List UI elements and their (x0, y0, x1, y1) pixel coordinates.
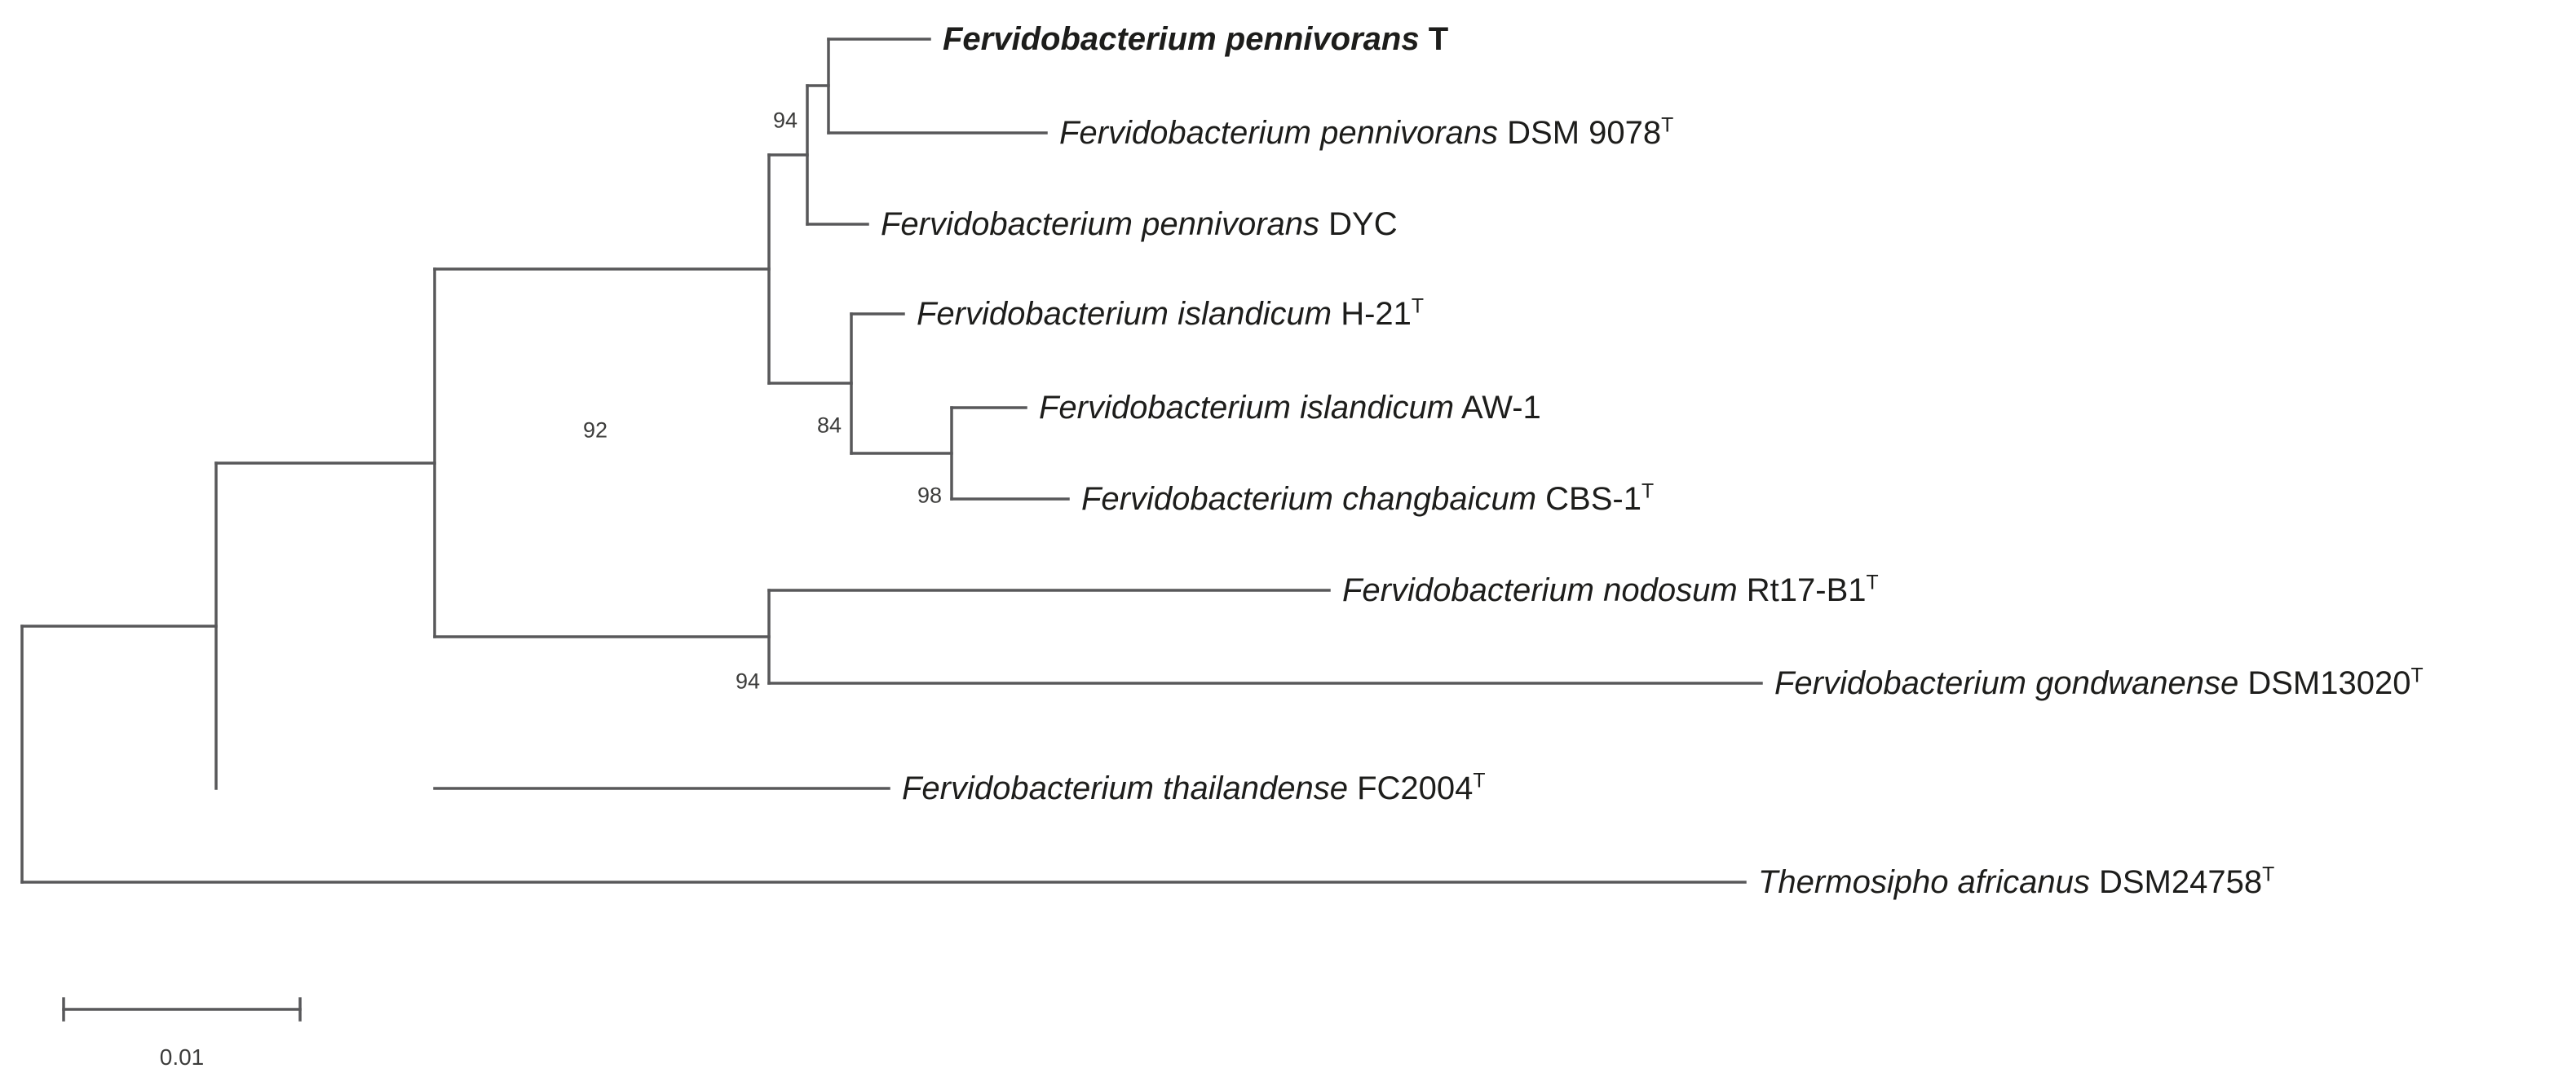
bootstrap-value-bs-98: 98 (917, 483, 942, 508)
taxon-name: Thermosipho africanus (1758, 864, 2090, 900)
type-strain-superscript: T (1411, 295, 1425, 318)
taxon-strain: DYC (1319, 206, 1398, 242)
taxon-name: Fervidobacterium pennivorans (1059, 115, 1499, 151)
taxon-strain: Rt17-B1 (1737, 572, 1867, 608)
taxon-strain: T (1419, 21, 1449, 57)
scale-bar (62, 997, 302, 1022)
taxon-label-fp-dyc: Fervidobacterium pennivorans DYC (881, 208, 1398, 241)
taxon-name: Fervidobacterium pennivorans (881, 206, 1320, 242)
taxon-label-fg-dsm13020: Fervidobacterium gondwanense DSM13020T (1774, 664, 2424, 701)
taxon-label-fc-cbs1: Fervidobacterium changbaicum CBS-1T (1081, 480, 1655, 517)
bootstrap-value-bs-92: 92 (582, 417, 608, 443)
taxon-strain: FC2004 (1347, 770, 1474, 806)
taxon-label-fi-h21: Fervidobacterium islandicum H-21T (917, 295, 1425, 332)
taxon-strain: DSM24758 (2089, 864, 2263, 900)
type-strain-superscript: T (1641, 480, 1655, 503)
taxon-name: Fervidobacterium islandicum (917, 296, 1332, 332)
taxon-name: Fervidobacterium pennivorans (943, 21, 1420, 57)
taxon-label-fp-dsm9078: Fervidobacterium pennivorans DSM 9078T (1059, 114, 1674, 151)
taxon-name: Fervidobacterium gondwanense (1774, 665, 2239, 701)
taxon-name: Fervidobacterium islandicum (1039, 390, 1455, 426)
taxon-label-fn-rt17b1: Fervidobacterium nodosum Rt17-B1T (1342, 572, 1879, 608)
taxon-strain: DSM13020 (2238, 665, 2411, 701)
taxon-name: Fervidobacterium nodosum (1342, 572, 1738, 608)
scale-bar-label: 0.01 (159, 1044, 205, 1070)
branch-lines (20, 38, 1763, 884)
bootstrap-value-bs-94-top: 94 (772, 108, 798, 133)
taxon-label-ft-fc2004: Fervidobacterium thailandense FC2004T (902, 770, 1486, 806)
type-strain-superscript: T (1866, 572, 1879, 594)
taxon-strain: DSM 9078 (1498, 115, 1662, 151)
taxon-strain: AW-1 (1454, 390, 1541, 426)
taxon-label-ta-dsm24758: Thermosipho africanus DSM24758T (1758, 863, 2275, 900)
type-strain-superscript: T (1473, 770, 1486, 792)
type-strain-superscript: T (2410, 664, 2424, 687)
taxon-label-fp-T: Fervidobacterium pennivorans T (943, 23, 1448, 55)
taxon-name: Fervidobacterium changbaicum (1081, 481, 1537, 517)
type-strain-superscript: T (2262, 863, 2275, 886)
type-strain-superscript: T (1661, 114, 1674, 137)
bootstrap-value-bs-94-nodgon: 94 (735, 669, 760, 694)
taxon-name: Fervidobacterium thailandense (902, 770, 1348, 806)
taxon-strain: H-21 (1332, 296, 1412, 332)
taxon-strain: CBS-1 (1536, 481, 1641, 517)
bootstrap-value-bs-84: 84 (816, 413, 842, 438)
taxon-label-fi-aw1: Fervidobacterium islandicum AW-1 (1039, 391, 1541, 424)
